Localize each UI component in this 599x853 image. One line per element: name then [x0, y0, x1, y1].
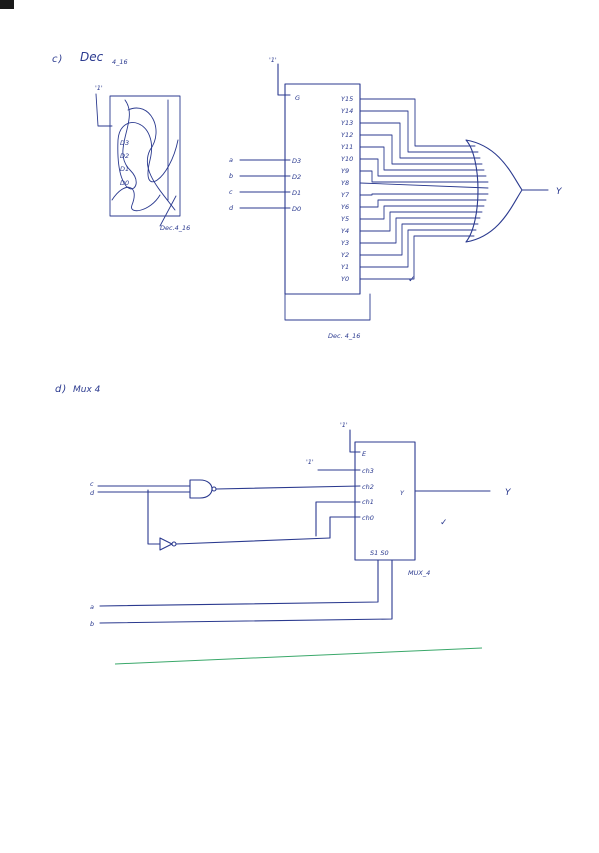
- gate-to-ch2-wire: [215, 485, 361, 490]
- out-pin-y13: Y13: [341, 119, 353, 127]
- out-pin-y12: Y12: [341, 131, 353, 139]
- decoder-pin-d2: D2: [292, 173, 301, 181]
- input-signal-a: a: [229, 156, 233, 164]
- section-d-heading: d): [55, 384, 67, 395]
- decoder-pin-d1: D1: [292, 189, 301, 197]
- out-pin-y14: Y14: [341, 107, 353, 115]
- mux-check-mark: ✓: [440, 518, 448, 528]
- out-pin-y5: Y5: [341, 215, 349, 223]
- sketch-pin-d1: D1: [120, 165, 129, 173]
- mux-one-label-ch3: '1': [306, 458, 314, 466]
- select-s0-wire: [99, 559, 393, 624]
- mux-pin-y: Y: [400, 489, 405, 497]
- decoder-box: [284, 83, 361, 295]
- sketch-enable-wire: [95, 93, 113, 127]
- decoder-output-wires: [359, 98, 489, 280]
- mux-input-d: d: [90, 489, 95, 497]
- mux-pin-ch0: ch0: [362, 514, 374, 522]
- decoder-enable-pin: G: [295, 94, 300, 102]
- section-c: c) Dec 4_16 '1' D3 D2 D1 D0 Dec.4_16 '1'…: [52, 50, 563, 340]
- or-gate-symbol: [465, 139, 523, 243]
- mux-block-caption: MUX_4: [408, 569, 430, 577]
- mux-enable-wire: [349, 429, 361, 453]
- out-pin-y11: Y11: [341, 143, 353, 151]
- branch-to-not-wire: [147, 489, 161, 545]
- out-pin-y2: Y2: [341, 251, 349, 259]
- decoder-output-label: Y: [556, 187, 563, 197]
- input-signal-d: d: [229, 204, 234, 212]
- decoder-pin-d0: D0: [292, 205, 301, 213]
- sketch-pin-d2: D2: [120, 152, 129, 160]
- not-gate-symbol: [159, 537, 173, 551]
- out-pin-y3: Y3: [341, 239, 349, 247]
- sketch-pin-d0: D0: [120, 179, 129, 187]
- sketch-one-label: '1': [95, 84, 103, 92]
- input-signal-c: c: [229, 188, 233, 196]
- mux-select-pins: S1 S0: [370, 549, 389, 557]
- not-gate-bubble: [171, 541, 177, 547]
- and-gate-symbol: [189, 479, 213, 499]
- out-pin-y8: Y8: [341, 179, 349, 187]
- sketch-scribble-1: [117, 99, 179, 190]
- input-signal-b: b: [229, 172, 233, 180]
- mux-pin-ch2: ch2: [362, 483, 374, 491]
- section-c-title-sub: 4_16: [112, 58, 128, 66]
- decoder-block: '1' G a b c d D3 D2 D1 D0 Y15 Y14 Y13 Y1…: [229, 56, 563, 340]
- sketch-pin-d3: D3: [120, 139, 129, 147]
- decoder-one-label: '1': [269, 56, 277, 64]
- mux-output-label: Y: [505, 488, 512, 498]
- sketch-caption: Dec.4_16: [160, 224, 190, 232]
- decoder-sketch: '1' D3 D2 D1 D0 Dec.4_16: [95, 84, 190, 232]
- select-input-b: b: [90, 620, 94, 628]
- out-pin-y10: Y10: [341, 155, 353, 163]
- decoder-bottom-bracket: [284, 293, 371, 321]
- select-input-a: a: [90, 603, 94, 611]
- mux-pin-ch1: ch1: [362, 498, 374, 506]
- out-pin-y0: Y0: [341, 275, 349, 283]
- sketch-caption-leader: [159, 195, 177, 227]
- not-to-ch0-wire: [175, 537, 331, 545]
- decoder-enable-wire: [277, 63, 291, 96]
- out-pin-y9: Y9: [341, 167, 349, 175]
- mux-input-c: c: [90, 480, 94, 488]
- section-c-heading: c): [52, 54, 63, 65]
- select-s1-wire: [99, 559, 379, 607]
- scan-corner-mark: [0, 0, 14, 9]
- ch0-wire: [329, 516, 361, 539]
- ch1-wire: [315, 501, 361, 537]
- section-d-title: Mux 4: [73, 385, 101, 395]
- out-pin-y7: Y7: [341, 191, 350, 199]
- section-d: d) Mux 4 '1' E ch3 ch2 ch1 ch0 Y S1 S0 '…: [55, 384, 512, 665]
- decoder-block-caption: Dec. 4_16: [328, 332, 360, 340]
- decoder-pin-d3: D3: [292, 157, 301, 165]
- mux-pin-e: E: [362, 450, 367, 458]
- out-pin-y4: Y4: [341, 227, 349, 235]
- green-rule-line: [114, 647, 483, 665]
- out-pin-y15: Y15: [341, 95, 353, 103]
- sketch-scribble-2: [127, 107, 176, 211]
- mux-pin-ch3: ch3: [362, 467, 374, 475]
- mux-one-label-top: '1': [340, 421, 348, 429]
- out-pin-y6: Y6: [341, 203, 349, 211]
- mux-box: [354, 441, 416, 561]
- decoder-check-mark: ✓: [408, 275, 416, 285]
- sketch-box: [109, 95, 181, 217]
- out-pin-y1: Y1: [341, 263, 349, 271]
- sketch-scribble-3: [111, 187, 161, 212]
- section-c-title: Dec: [80, 50, 104, 64]
- and-gate-bubble: [211, 486, 217, 492]
